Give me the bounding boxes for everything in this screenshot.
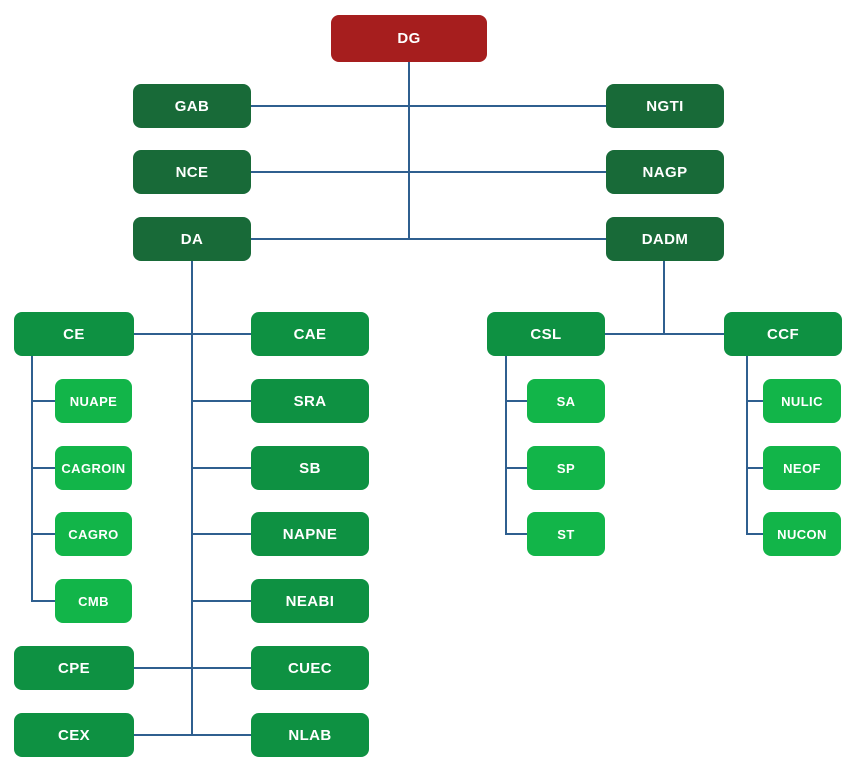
connector-line (251, 171, 606, 173)
connector-line (191, 261, 193, 736)
node-nlab: NLAB (251, 713, 369, 757)
node-neof: NEOF (763, 446, 841, 490)
node-cuec: CUEC (251, 646, 369, 690)
node-dg: DG (331, 15, 487, 62)
connector-line (32, 600, 55, 602)
node-nce: NCE (133, 150, 251, 194)
node-neabi: NEABI (251, 579, 369, 623)
connector-line (192, 400, 251, 402)
node-sp: SP (527, 446, 605, 490)
node-st: ST (527, 512, 605, 556)
connector-line (192, 600, 251, 602)
node-nucon: NUCON (763, 512, 841, 556)
node-csl: CSL (487, 312, 605, 356)
node-nuape: NUAPE (55, 379, 132, 423)
node-gab: GAB (133, 84, 251, 128)
connector-line (251, 105, 606, 107)
connector-line (32, 533, 55, 535)
connector-line (192, 533, 251, 535)
connector-line (605, 333, 724, 335)
connector-line (31, 356, 33, 602)
node-cagroin: CAGROIN (55, 446, 132, 490)
node-dadm: DADM (606, 217, 724, 261)
node-cae: CAE (251, 312, 369, 356)
node-ngti: NGTI (606, 84, 724, 128)
connector-line (505, 356, 507, 535)
node-da: DA (133, 217, 251, 261)
node-napne: NAPNE (251, 512, 369, 556)
connector-line (134, 333, 251, 335)
connector-line (192, 467, 251, 469)
node-cmb: CMB (55, 579, 132, 623)
connector-line (506, 533, 527, 535)
connector-line (32, 400, 55, 402)
connector-line (251, 238, 606, 240)
connector-line (663, 261, 665, 335)
node-ccf: CCF (724, 312, 842, 356)
connector-line (747, 400, 763, 402)
node-cpe: CPE (14, 646, 134, 690)
connector-line (747, 533, 763, 535)
connector-line (506, 400, 527, 402)
node-sb: SB (251, 446, 369, 490)
connector-line (32, 467, 55, 469)
node-nagp: NAGP (606, 150, 724, 194)
node-cagro: CAGRO (55, 512, 132, 556)
node-ce: CE (14, 312, 134, 356)
node-nulic: NULIC (763, 379, 841, 423)
connector-line (134, 667, 251, 669)
node-cex: CEX (14, 713, 134, 757)
node-sra: SRA (251, 379, 369, 423)
connector-line (134, 734, 251, 736)
connector-line (746, 356, 748, 535)
connector-line (506, 467, 527, 469)
connector-line (747, 467, 763, 469)
node-sa: SA (527, 379, 605, 423)
connector-line (408, 62, 410, 240)
